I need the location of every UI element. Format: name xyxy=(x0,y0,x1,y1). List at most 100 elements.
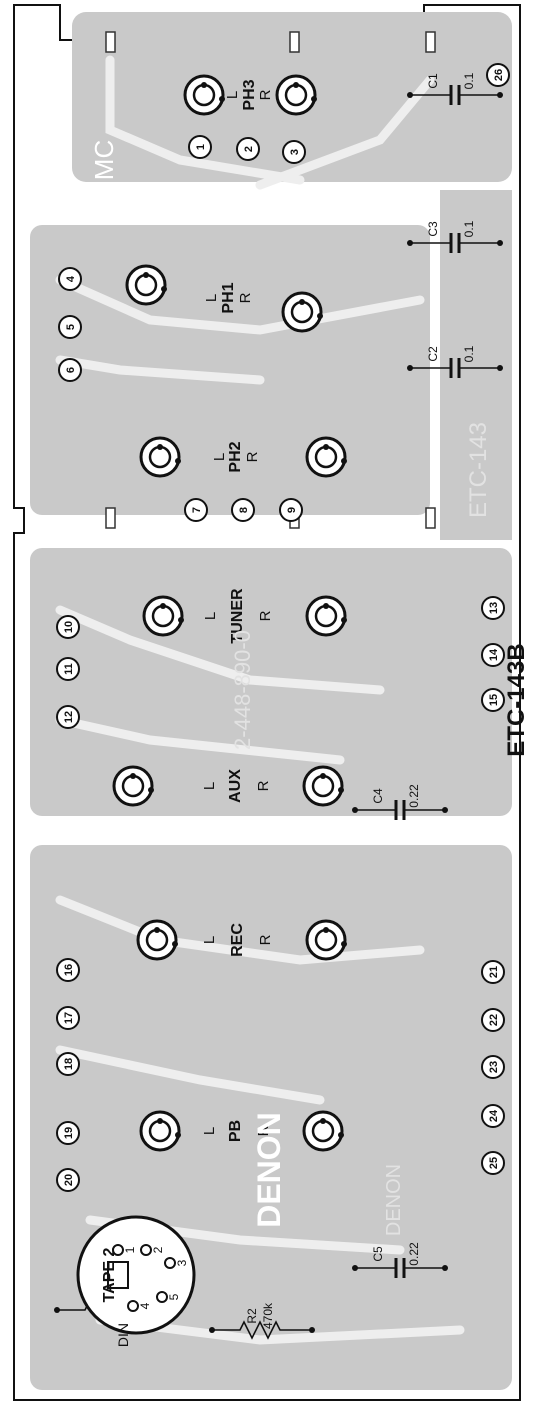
din-pin-1: 1 xyxy=(112,1244,137,1256)
zone-tuner: TUNER xyxy=(229,588,246,644)
part-number: ETC-143B xyxy=(503,643,530,756)
terminal-5: 5 xyxy=(58,315,82,339)
terminal-1: 1 xyxy=(188,135,212,159)
zone-ph2-left: L xyxy=(211,453,228,461)
terminal-number: 26 xyxy=(493,69,505,81)
jack-ph2-l xyxy=(139,436,181,478)
terminal-23: 23 xyxy=(481,1055,505,1079)
capacitor-c3: C3 0.1 xyxy=(407,220,503,253)
terminal-2: 2 xyxy=(236,137,260,161)
din-pin-5: 5 xyxy=(156,1291,181,1303)
din-pin-3: 3 xyxy=(164,1257,189,1269)
terminal-4: 4 xyxy=(58,267,82,291)
terminal-15: 15 xyxy=(481,688,505,712)
jack-ph2-r xyxy=(305,436,347,478)
terminal-number: 18 xyxy=(63,1058,75,1070)
jack-ph3-l xyxy=(183,74,225,116)
zone-pb-left: L xyxy=(201,1127,218,1135)
capacitor-ref: C2 xyxy=(426,346,440,362)
mirror-code: 2-448-890-0 xyxy=(230,630,255,750)
zone-ph2: PH2 xyxy=(227,441,244,472)
capacitor-c2: C2 0.1 xyxy=(407,345,503,378)
din-pin-4: 4 xyxy=(127,1300,152,1312)
terminal-21: 21 xyxy=(481,960,505,984)
jack-ph3-r xyxy=(275,74,317,116)
terminal-16: 16 xyxy=(56,958,80,982)
zone-ph1-left: L xyxy=(203,294,220,302)
terminal-number: 19 xyxy=(63,1127,75,1139)
capacitor-value: 0.1 xyxy=(462,220,476,237)
zone-rec-left: L xyxy=(201,936,218,944)
zone-mc: MC xyxy=(89,140,119,180)
zone-aux-right: R xyxy=(255,780,272,791)
terminal-6: 6 xyxy=(58,358,82,382)
terminal-number: 9 xyxy=(286,507,298,513)
terminal-14: 14 xyxy=(481,643,505,667)
terminal-22: 22 xyxy=(481,1008,505,1032)
terminal-number: 23 xyxy=(488,1061,500,1073)
terminal-number: 7 xyxy=(191,507,203,513)
terminal-19: 19 xyxy=(56,1121,80,1145)
terminal-17: 17 xyxy=(56,1006,80,1030)
capacitor-value: 0.22 xyxy=(407,784,421,808)
din-pin-number: 4 xyxy=(138,1302,152,1309)
zone-ph3: PH3 xyxy=(241,79,258,110)
zone-rec-right: R xyxy=(257,934,274,945)
capacitor-ref: C5 xyxy=(371,1246,385,1262)
zone-din: DIN xyxy=(115,1323,131,1347)
terminal-24: 24 xyxy=(481,1104,505,1128)
din-pin-number: 1 xyxy=(123,1246,137,1253)
zone-ph2-right: R xyxy=(244,451,261,462)
zone-tape: TAPE 2 xyxy=(101,1247,118,1302)
jack-rec-l xyxy=(136,919,178,961)
capacitor-value: 0.1 xyxy=(462,345,476,362)
jack-ph1-r xyxy=(281,291,323,333)
zone-rec: REC xyxy=(229,923,246,957)
terminal-number: 4 xyxy=(65,275,77,282)
din-pin-number: 3 xyxy=(175,1259,189,1266)
capacitor-value: 0.1 xyxy=(462,72,476,89)
capacitor-ref: C3 xyxy=(426,221,440,237)
terminal-20: 20 xyxy=(56,1168,80,1192)
jack-layer xyxy=(112,74,347,1152)
zone-pb: PB xyxy=(227,1120,244,1142)
terminal-number: 12 xyxy=(63,711,75,723)
brand-logo: DENON xyxy=(251,1112,287,1228)
din-pin-2: 2 xyxy=(140,1244,165,1256)
zone-tuner-right: R xyxy=(257,610,274,621)
din-pin-number: 5 xyxy=(167,1293,181,1300)
jack-ph1-l xyxy=(125,264,167,306)
mirror-part-number: ETC-143 xyxy=(465,422,492,518)
din-pin-number: 2 xyxy=(151,1246,165,1253)
jack-pb-l xyxy=(139,1110,181,1152)
zone-aux-left: L xyxy=(201,782,218,790)
din-socket: 1 2 3 4 5 xyxy=(76,1215,196,1335)
terminal-13: 13 xyxy=(481,596,505,620)
zone-aux: AUX xyxy=(227,769,244,803)
terminal-number: 25 xyxy=(488,1157,500,1169)
terminal-number: 14 xyxy=(488,648,500,661)
terminal-number: 10 xyxy=(63,621,75,633)
terminal-25: 25 xyxy=(481,1151,505,1175)
terminal-number: 20 xyxy=(63,1174,75,1186)
terminal-number: 21 xyxy=(488,966,500,978)
terminal-number: 6 xyxy=(65,367,77,373)
terminal-26: 26 xyxy=(486,63,510,87)
terminal-12: 12 xyxy=(56,705,80,729)
terminal-3: 3 xyxy=(282,140,306,164)
zone-ph3-left: L xyxy=(224,91,241,99)
terminal-7: 7 xyxy=(184,498,208,522)
terminal-number: 24 xyxy=(488,1109,500,1122)
terminal-number: 11 xyxy=(63,663,75,675)
terminal-18: 18 xyxy=(56,1052,80,1076)
terminal-11: 11 xyxy=(56,657,80,681)
terminal-number: 2 xyxy=(243,146,255,152)
zone-ph1: PH1 xyxy=(220,282,237,313)
